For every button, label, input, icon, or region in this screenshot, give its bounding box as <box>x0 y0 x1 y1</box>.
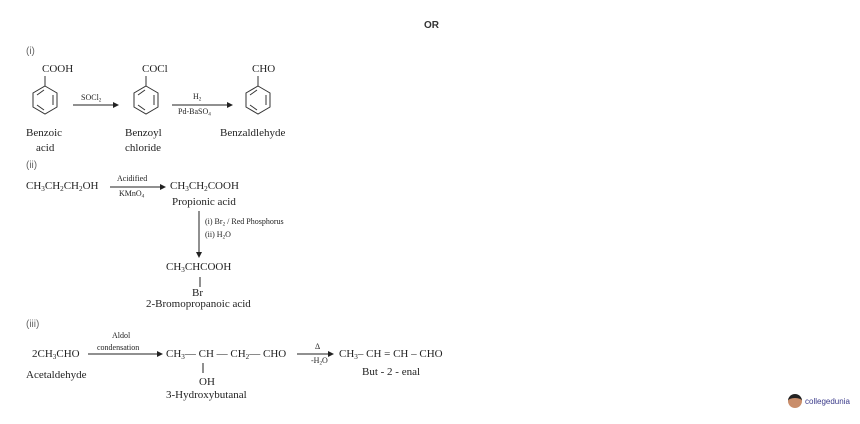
compound-name: Acetaldehyde <box>26 369 87 381</box>
intermediate-formula: CH3CH2COOH <box>170 180 239 193</box>
part-label: (i) <box>26 46 35 57</box>
benzaldehyde-group: CHO <box>252 63 276 75</box>
compound-name: Benzaldlehyde <box>220 127 286 139</box>
reactant-formula: 2CH3CHO <box>32 348 80 361</box>
part-label: (iii) <box>26 319 40 330</box>
reagent-label: KMnO4 <box>119 189 145 200</box>
compound-name: acid <box>36 142 55 154</box>
or-separator: OR <box>424 20 439 31</box>
reagent-label: condensation <box>97 343 140 352</box>
product-formula: CH3– CH = CH – CHO <box>339 348 443 361</box>
reagent-label: Aldol <box>112 331 131 340</box>
part-label: (ii) <box>26 160 38 171</box>
reagent-label: (i) Br2 / Red Phosphorus <box>205 217 284 228</box>
compound-name: 3-Hydroxybutanal <box>166 389 247 401</box>
reactant-formula: CH3CH2CH2OH <box>26 180 99 193</box>
compound-name: Benzoic <box>26 127 63 139</box>
benzene-ring-icon <box>245 76 271 115</box>
substituent: Br <box>192 287 203 299</box>
reagent-label: (ii) H2O <box>205 230 231 241</box>
collegedunia-logo: collegedunia <box>788 394 850 408</box>
intermediate-formula: CH3— CH — CH2— CHO <box>166 348 287 361</box>
product-formula: CH3CHCOOH <box>166 261 232 274</box>
compound-name: 2-Bromopropanoic acid <box>146 298 251 310</box>
compound-name: Benzoyl <box>125 127 162 139</box>
reagent-label: SOCl2 <box>81 93 102 104</box>
mascot-icon <box>788 394 802 408</box>
substituent: OH <box>199 376 215 388</box>
benzene-ring-icon <box>133 76 159 115</box>
reagent-label: -H2O <box>311 356 328 367</box>
compound-name: chloride <box>125 142 162 154</box>
benzoic-acid-group: COOH <box>42 63 74 75</box>
brand-text: collegedunia <box>805 396 850 406</box>
reagent-label: Δ <box>315 342 321 351</box>
benzene-ring-icon <box>32 76 58 115</box>
reagent-label: Pd-BaSO4 <box>178 107 211 118</box>
benzoyl-chloride-group: COCl <box>142 63 168 75</box>
reagent-label: H2 <box>193 92 202 103</box>
compound-name: Propionic acid <box>172 196 236 208</box>
compound-name: But - 2 - enal <box>362 366 421 378</box>
reagent-label: Acidified <box>117 174 148 183</box>
